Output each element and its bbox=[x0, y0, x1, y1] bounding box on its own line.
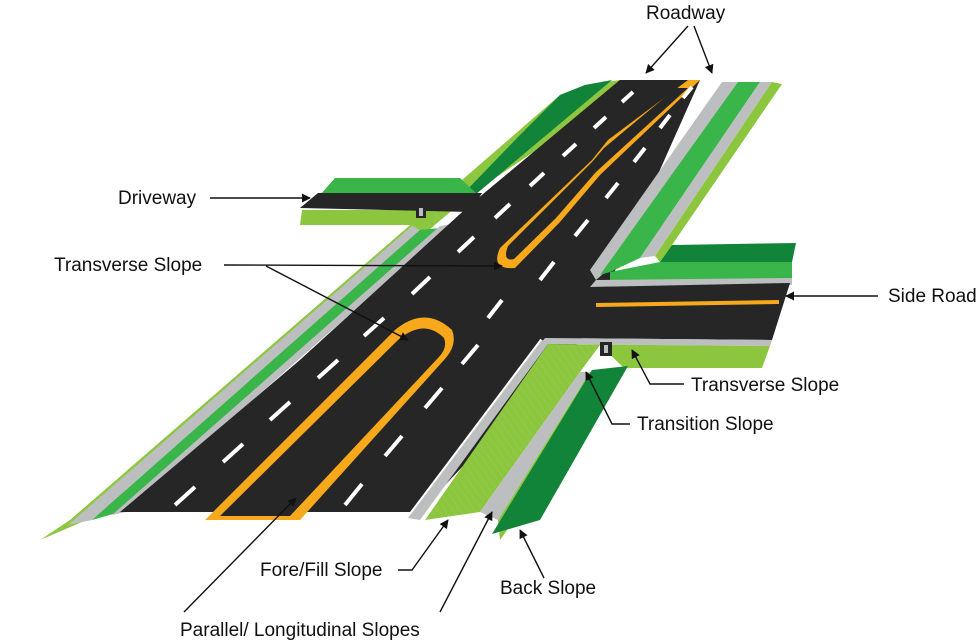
label-roadway: Roadway bbox=[646, 3, 726, 24]
back-slope-leader bbox=[519, 529, 545, 579]
lower-median-island bbox=[220, 328, 446, 516]
upper-right-fore-slope bbox=[600, 82, 760, 275]
upper-right-back-slope bbox=[655, 82, 782, 262]
leader-lines bbox=[183, 25, 878, 613]
label-parallel-longitudinal-slopes: Parallel/ Longitudinal Slopes bbox=[180, 620, 420, 641]
lower-right-back-slope bbox=[492, 366, 628, 534]
driveway-area bbox=[300, 178, 482, 225]
lower-right-road-shoulder bbox=[408, 340, 548, 520]
driveway-pavement bbox=[300, 193, 482, 212]
upper-right-ditch bbox=[640, 82, 772, 258]
transverse-right-leader bbox=[631, 349, 684, 385]
roadway-leader-left bbox=[645, 25, 689, 74]
lane-markings bbox=[173, 85, 694, 507]
lower-right-fore-texture bbox=[425, 344, 600, 520]
parallel-leader-right bbox=[439, 511, 493, 613]
driveway-grass-lower bbox=[300, 210, 440, 225]
label-transverse-slope-right: Transverse Slope bbox=[691, 375, 839, 396]
transverse-left-leader-a bbox=[223, 261, 503, 271]
right-roadside bbox=[408, 82, 796, 540]
lower-right-side-shoulder bbox=[540, 338, 772, 346]
upper-median-island bbox=[506, 88, 688, 260]
roadway-leader-right bbox=[693, 25, 714, 74]
upper-right-side-dark bbox=[660, 243, 796, 262]
roadway-pavement-left-edge bbox=[120, 80, 640, 512]
labels: Roadway Driveway Transverse Slope Side R… bbox=[54, 3, 977, 641]
roadway-pavement bbox=[128, 80, 780, 512]
parallel-leader-left bbox=[183, 497, 297, 613]
side-road-culvert-inner bbox=[604, 345, 608, 353]
side-road-yellow-line bbox=[595, 300, 780, 307]
label-transverse-slope-left: Transverse Slope bbox=[54, 255, 202, 276]
upper-right-shoulder bbox=[590, 82, 738, 280]
transition-leader bbox=[585, 371, 630, 425]
label-back-slope: Back Slope bbox=[500, 578, 596, 599]
label-transition-slope: Transition Slope bbox=[637, 414, 774, 435]
main-roadway bbox=[120, 80, 780, 520]
left-road-shoulder bbox=[112, 224, 452, 515]
label-fore-fill-slope: Fore/Fill Slope bbox=[260, 560, 383, 581]
left-fore-slope bbox=[92, 228, 440, 520]
label-driveway: Driveway bbox=[118, 188, 197, 209]
lower-right-ditch bbox=[480, 372, 590, 520]
driveway-grass-upper bbox=[320, 178, 478, 195]
fore-fill-leader bbox=[398, 519, 449, 571]
label-side-road: Side Road bbox=[888, 286, 977, 307]
lower-right-side-grass bbox=[540, 344, 770, 368]
transverse-left-leader-b bbox=[265, 265, 409, 341]
side-road-pavement bbox=[545, 283, 790, 340]
driveway-culvert-inner bbox=[419, 208, 423, 216]
left-upper-dark-grass bbox=[462, 80, 612, 195]
